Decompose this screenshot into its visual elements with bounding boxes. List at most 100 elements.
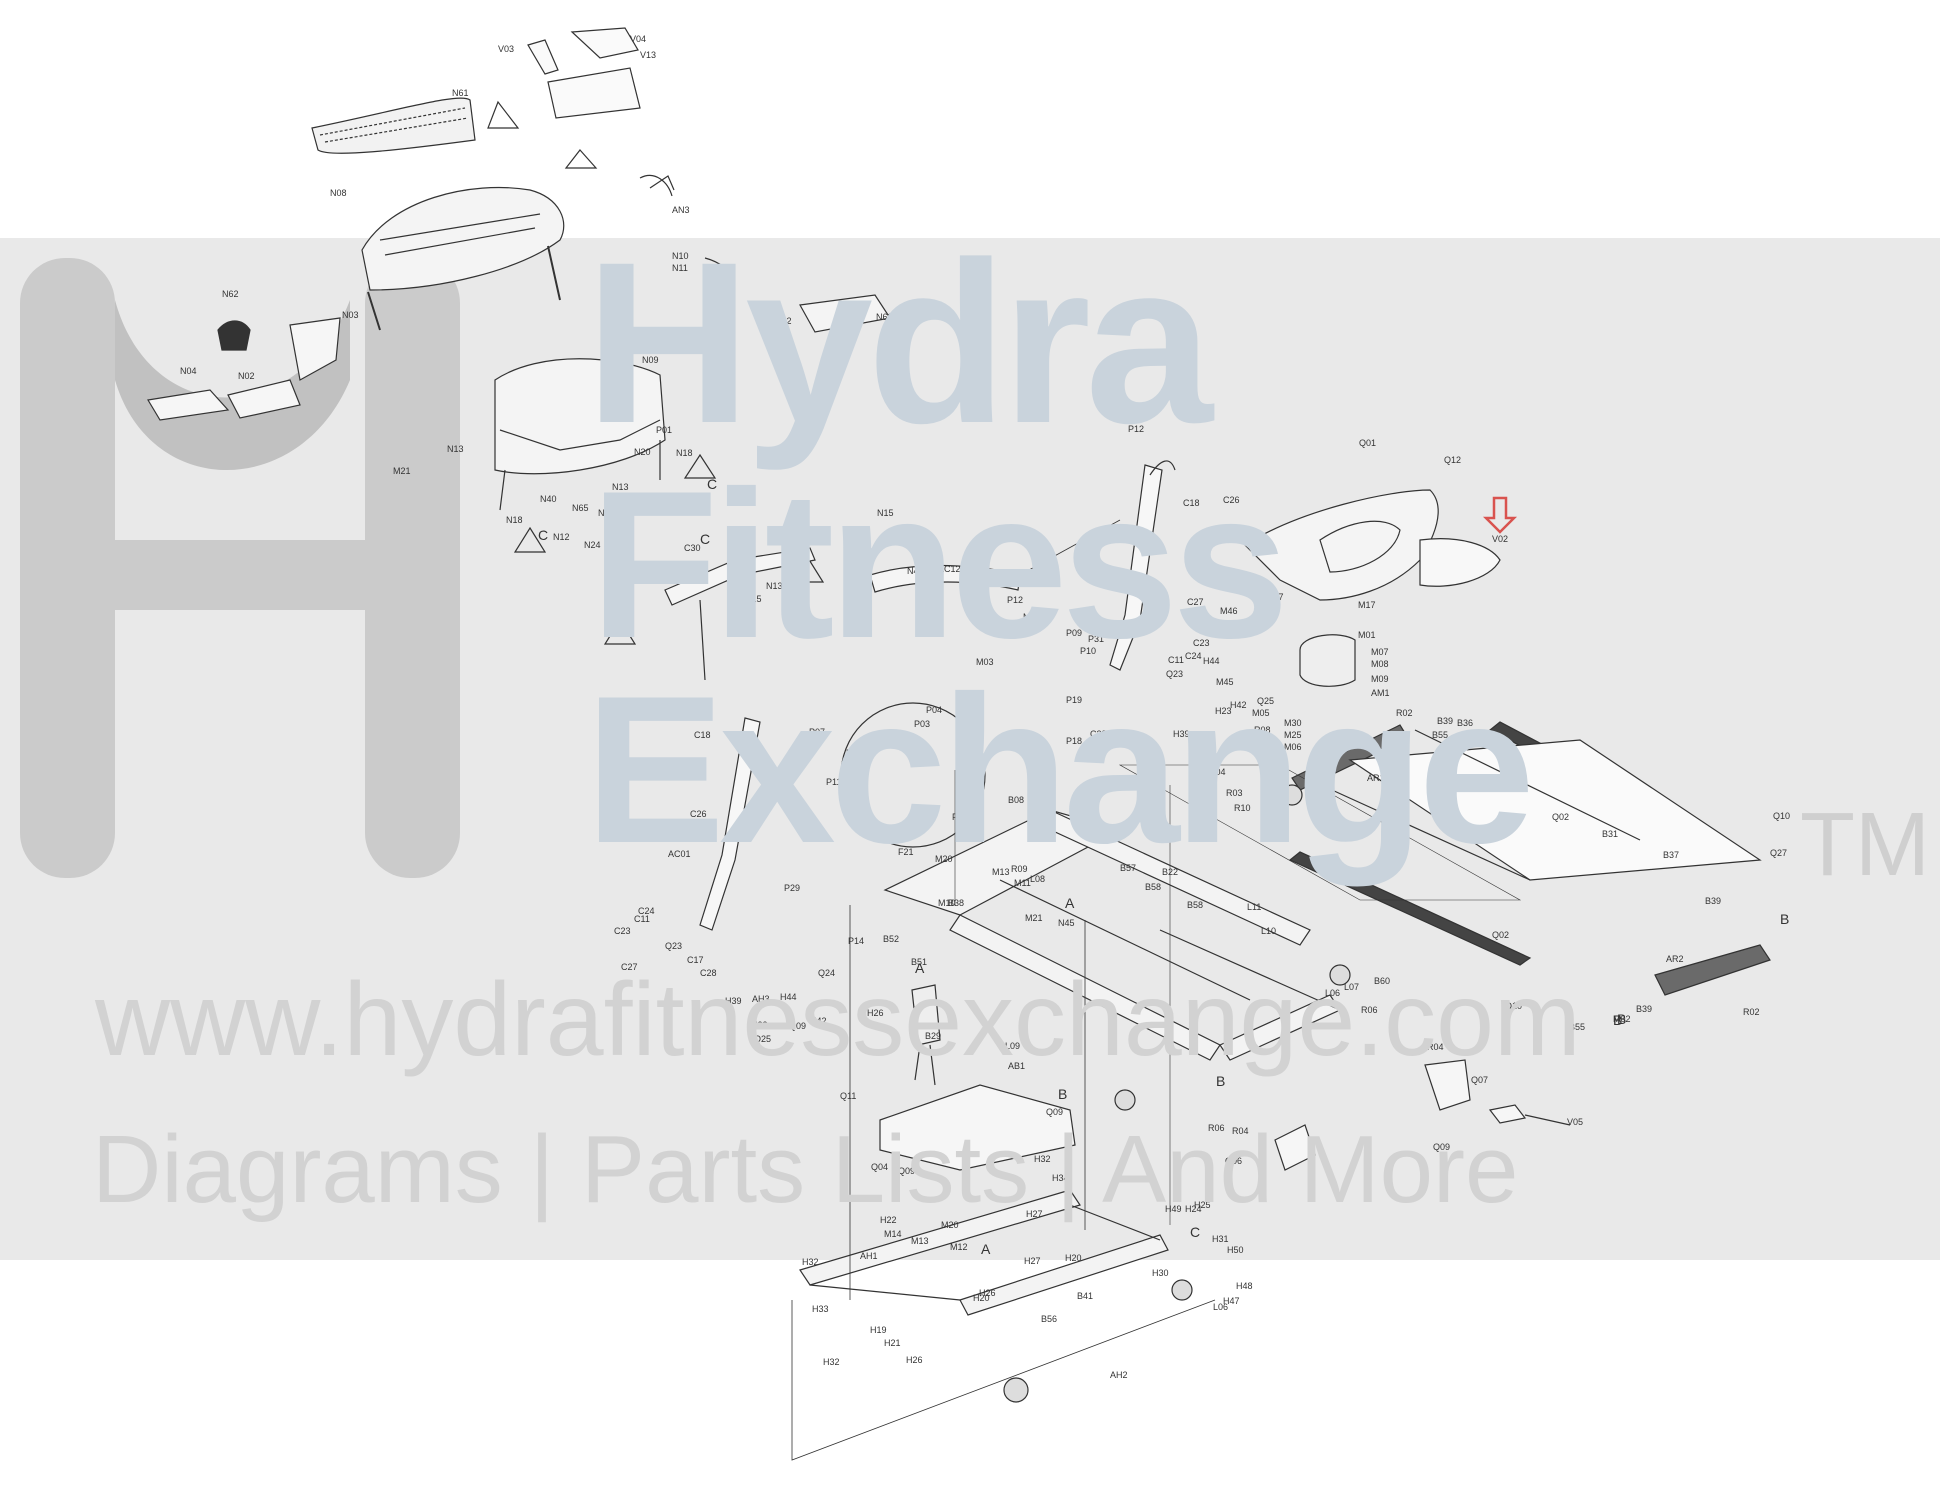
- part-label: N18: [506, 515, 523, 525]
- part-label: H19: [870, 1325, 887, 1335]
- part-label: C28: [1090, 729, 1107, 739]
- part-label: P17: [1035, 782, 1051, 792]
- part-label: AB1: [1008, 1061, 1025, 1071]
- part-label: M04: [1208, 767, 1226, 777]
- part-label: M46: [1220, 606, 1238, 616]
- part-label: C28: [700, 968, 717, 978]
- part-label: Q25: [1257, 696, 1274, 706]
- part-label: N65: [572, 503, 589, 513]
- part-label: Q23: [665, 941, 682, 951]
- part-label: N12: [775, 316, 792, 326]
- part-label: C18: [1183, 498, 1200, 508]
- part-label: H30: [1152, 1268, 1169, 1278]
- part-label: R04: [1232, 1126, 1249, 1136]
- part-label: N13: [612, 482, 629, 492]
- part-label: B37: [1663, 850, 1679, 860]
- part-label: Q10: [1505, 1001, 1522, 1011]
- part-label: P01: [656, 425, 672, 435]
- part-label: B22: [1162, 867, 1178, 877]
- part-label: AC02: [1097, 572, 1120, 582]
- reference-letter: A: [915, 960, 925, 976]
- part-label: M30: [1284, 718, 1302, 728]
- part-label: R09: [1011, 864, 1028, 874]
- part-label: H32: [1034, 1154, 1051, 1164]
- part-label: H44: [1203, 656, 1220, 666]
- part-label: P29: [784, 883, 800, 893]
- part-label: P01: [910, 308, 926, 318]
- part-label: Q25: [754, 1034, 771, 1044]
- part-label: H48: [1236, 1281, 1253, 1291]
- part-label: P10: [1080, 646, 1096, 656]
- part-label: H27: [1024, 1256, 1041, 1266]
- part-label: B39: [1437, 716, 1453, 726]
- part-label: H47: [1223, 1296, 1240, 1306]
- part-label: H27: [1026, 1209, 1043, 1219]
- part-label: N13: [447, 444, 464, 454]
- part-label: C11: [1168, 655, 1184, 665]
- part-label: M08: [1371, 659, 1389, 669]
- reference-letter: A: [1065, 895, 1075, 911]
- part-label: Q12: [1444, 455, 1461, 465]
- part-label: H25: [1194, 1200, 1211, 1210]
- part-label: Q09: [1433, 1142, 1450, 1152]
- part-label: M09: [1371, 674, 1389, 684]
- part-label: M45: [1216, 677, 1234, 687]
- part-label: H26: [979, 1288, 996, 1298]
- part-label: N45: [1087, 828, 1104, 838]
- part-label: C11: [634, 914, 650, 924]
- reference-letter: B: [1058, 1086, 1067, 1102]
- part-label: H20: [973, 1293, 990, 1303]
- part-label: L09: [1005, 1041, 1020, 1051]
- part-label: L07: [1344, 982, 1359, 992]
- reference-letter: C: [1190, 1224, 1200, 1240]
- part-label: H24: [1185, 1204, 1202, 1214]
- part-label: M21: [1025, 913, 1043, 923]
- part-label: Q27: [1770, 848, 1787, 858]
- part-label: P18: [1066, 736, 1082, 746]
- part-label: P09: [904, 735, 920, 745]
- part-label: H26: [867, 1008, 884, 1018]
- part-label: AH1: [860, 1251, 878, 1261]
- part-label: B56: [1041, 1314, 1057, 1324]
- diagram-linework: [147, 27, 1771, 1461]
- part-label: M13: [911, 1236, 929, 1246]
- part-label: B58: [1145, 882, 1161, 892]
- part-label: R06: [1208, 1123, 1225, 1133]
- reference-letter: B: [1303, 1018, 1312, 1034]
- watermark-logo-mark: [20, 258, 460, 878]
- part-label: L06: [1325, 988, 1340, 998]
- part-label: AN2: [790, 557, 808, 567]
- part-label: M20: [941, 1220, 959, 1230]
- part-label: P04: [926, 705, 942, 715]
- part-label: N45: [1058, 918, 1075, 928]
- highlight-arrow: [1482, 496, 1518, 534]
- part-label: Q23: [1166, 669, 1183, 679]
- part-label: L08: [1030, 874, 1045, 884]
- part-label: M25: [1284, 730, 1302, 740]
- part-label: N14: [598, 508, 615, 518]
- part-label: N13: [766, 581, 783, 591]
- part-label: P07: [809, 727, 825, 737]
- part-label: C26: [690, 809, 707, 819]
- part-label: B51: [911, 957, 927, 967]
- part-label: C23: [614, 926, 631, 936]
- part-label: Q11: [840, 1091, 856, 1101]
- part-label: C26: [1223, 495, 1240, 505]
- part-label: N08: [330, 188, 347, 198]
- part-label: P12: [1007, 595, 1023, 605]
- part-label: M19: [1023, 612, 1041, 622]
- part-label: M20: [935, 854, 953, 864]
- part-label: H42: [1230, 700, 1247, 710]
- part-label: L10: [1261, 926, 1276, 936]
- part-label: P03: [914, 719, 930, 729]
- reference-letter: B: [1613, 1012, 1622, 1028]
- part-label: R03: [1226, 788, 1243, 798]
- part-label: C17: [687, 955, 704, 965]
- part-label: AC12: [938, 564, 961, 574]
- part-label: C17: [1118, 734, 1135, 744]
- watermark-brand-line2: Fitness: [590, 447, 1289, 682]
- part-label: B41: [1077, 1291, 1093, 1301]
- part-label: B31: [1602, 829, 1618, 839]
- part-label: B39: [1636, 1004, 1652, 1014]
- part-label: B58: [1187, 900, 1203, 910]
